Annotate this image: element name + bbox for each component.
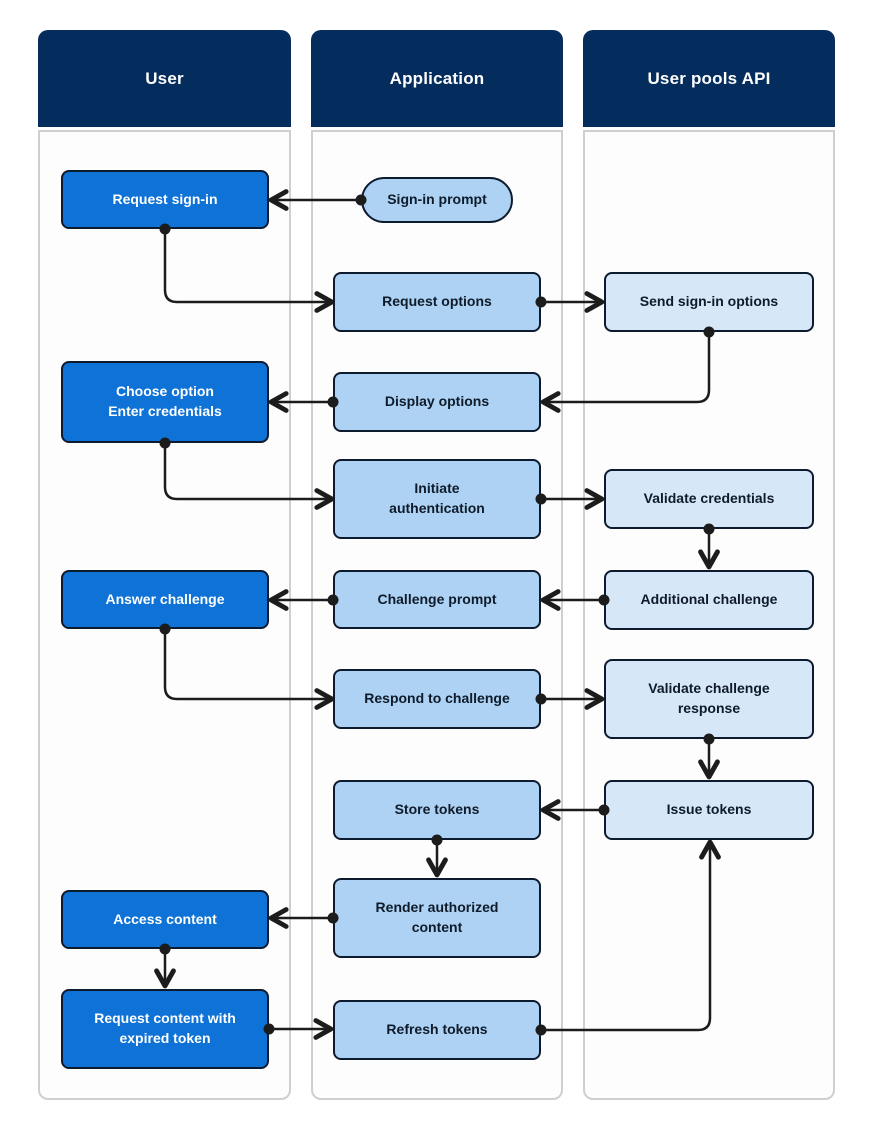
lane-user-pools-api-header: User pools API — [583, 30, 835, 127]
lane-user-pools-api-title: User pools API — [647, 68, 771, 88]
node-validate-challenge-response: Validate challenge response — [604, 659, 814, 739]
lane-user-header: User — [38, 30, 291, 127]
node-sign-in-prompt: Sign-in prompt — [361, 177, 513, 223]
node-store-tokens: Store tokens — [333, 780, 541, 840]
node-request-options: Request options — [333, 272, 541, 332]
node-additional-challenge: Additional challenge — [604, 570, 814, 630]
node-access-content: Access content — [61, 890, 269, 949]
node-challenge-prompt: Challenge prompt — [333, 570, 541, 629]
node-send-sign-in-options: Send sign-in options — [604, 272, 814, 332]
lane-application-title: Application — [389, 68, 485, 88]
node-request-sign-in: Request sign-in — [61, 170, 269, 229]
lane-user-pools-api: User pools API — [583, 30, 835, 1100]
lane-user-title: User — [145, 68, 184, 88]
node-validate-credentials: Validate credentials — [604, 469, 814, 529]
node-refresh-tokens: Refresh tokens — [333, 1000, 541, 1060]
node-render-authorized-content: Render authorized content — [333, 878, 541, 958]
node-issue-tokens: Issue tokens — [604, 780, 814, 840]
node-respond-to-challenge: Respond to challenge — [333, 669, 541, 729]
node-answer-challenge: Answer challenge — [61, 570, 269, 629]
node-request-content-with-expired-token: Request content with expired token — [61, 989, 269, 1069]
lane-application-header: Application — [311, 30, 563, 127]
node-choose-option-enter-credentials: Choose option Enter credentials — [61, 361, 269, 443]
node-display-options: Display options — [333, 372, 541, 432]
node-initiate-authentication: Initiate authentication — [333, 459, 541, 539]
